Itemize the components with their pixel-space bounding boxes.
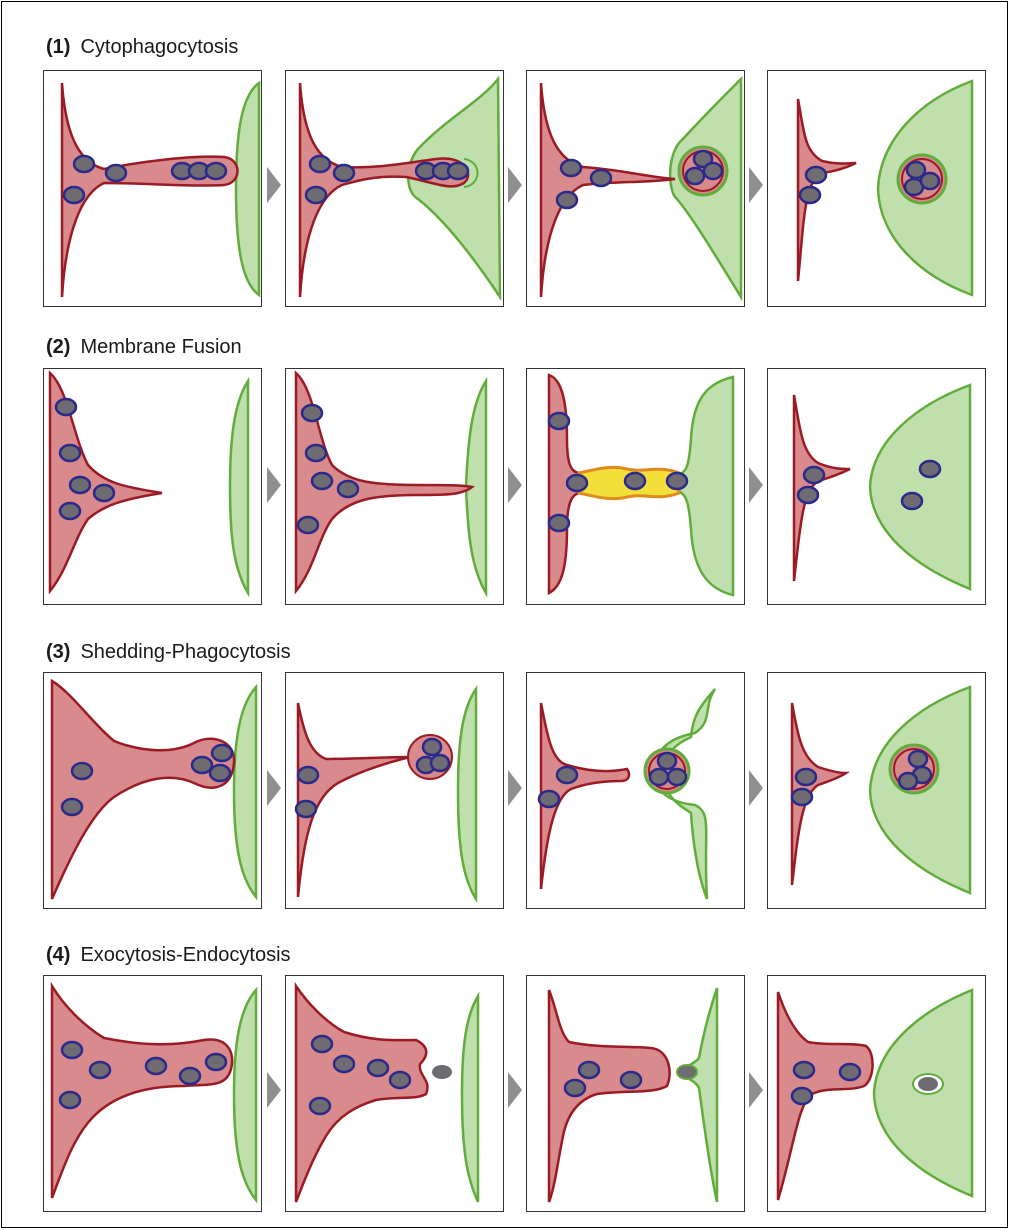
row-label-3: (3) Shedding-Phagocytosis	[46, 641, 291, 664]
step-arrow	[748, 1070, 764, 1110]
panel-3-3	[526, 672, 745, 909]
panel-2-3	[526, 368, 745, 605]
step-arrow	[507, 165, 523, 205]
step-arrow	[748, 465, 764, 505]
panel-1-1	[43, 70, 262, 307]
panel-1-4	[767, 70, 986, 307]
step-arrow	[748, 165, 764, 205]
row-title: Shedding-Phagocytosis	[80, 641, 290, 663]
step-arrow	[507, 1070, 523, 1110]
step-arrow	[507, 465, 523, 505]
panel-2-1	[43, 368, 262, 605]
panel-4-4	[767, 975, 986, 1212]
step-arrow	[266, 768, 282, 808]
row-number: (4)	[46, 944, 70, 966]
row-title: Exocytosis-Endocytosis	[80, 944, 290, 966]
step-arrow	[266, 1070, 282, 1110]
row-label-1: (1) Cytophagocytosis	[46, 36, 238, 59]
row-label-4: (4) Exocytosis-Endocytosis	[46, 944, 291, 967]
row-label-2: (2) Membrane Fusion	[46, 336, 242, 359]
panel-3-1	[43, 672, 262, 909]
step-arrow	[266, 165, 282, 205]
step-arrow	[266, 465, 282, 505]
panel-1-3	[526, 70, 745, 307]
panel-2-2	[285, 368, 504, 605]
panel-4-1	[43, 975, 262, 1212]
panel-3-2	[285, 672, 504, 909]
row-number: (3)	[46, 641, 70, 663]
step-arrow	[748, 768, 764, 808]
row-number: (1)	[46, 36, 70, 58]
panel-3-4	[767, 672, 986, 909]
panel-1-2	[285, 70, 504, 307]
row-title: Cytophagocytosis	[80, 36, 238, 58]
row-number: (2)	[46, 336, 70, 358]
panel-4-3	[526, 975, 745, 1212]
step-arrow	[507, 768, 523, 808]
row-title: Membrane Fusion	[80, 336, 241, 358]
panel-4-2	[285, 975, 504, 1212]
panel-2-4	[767, 368, 986, 605]
